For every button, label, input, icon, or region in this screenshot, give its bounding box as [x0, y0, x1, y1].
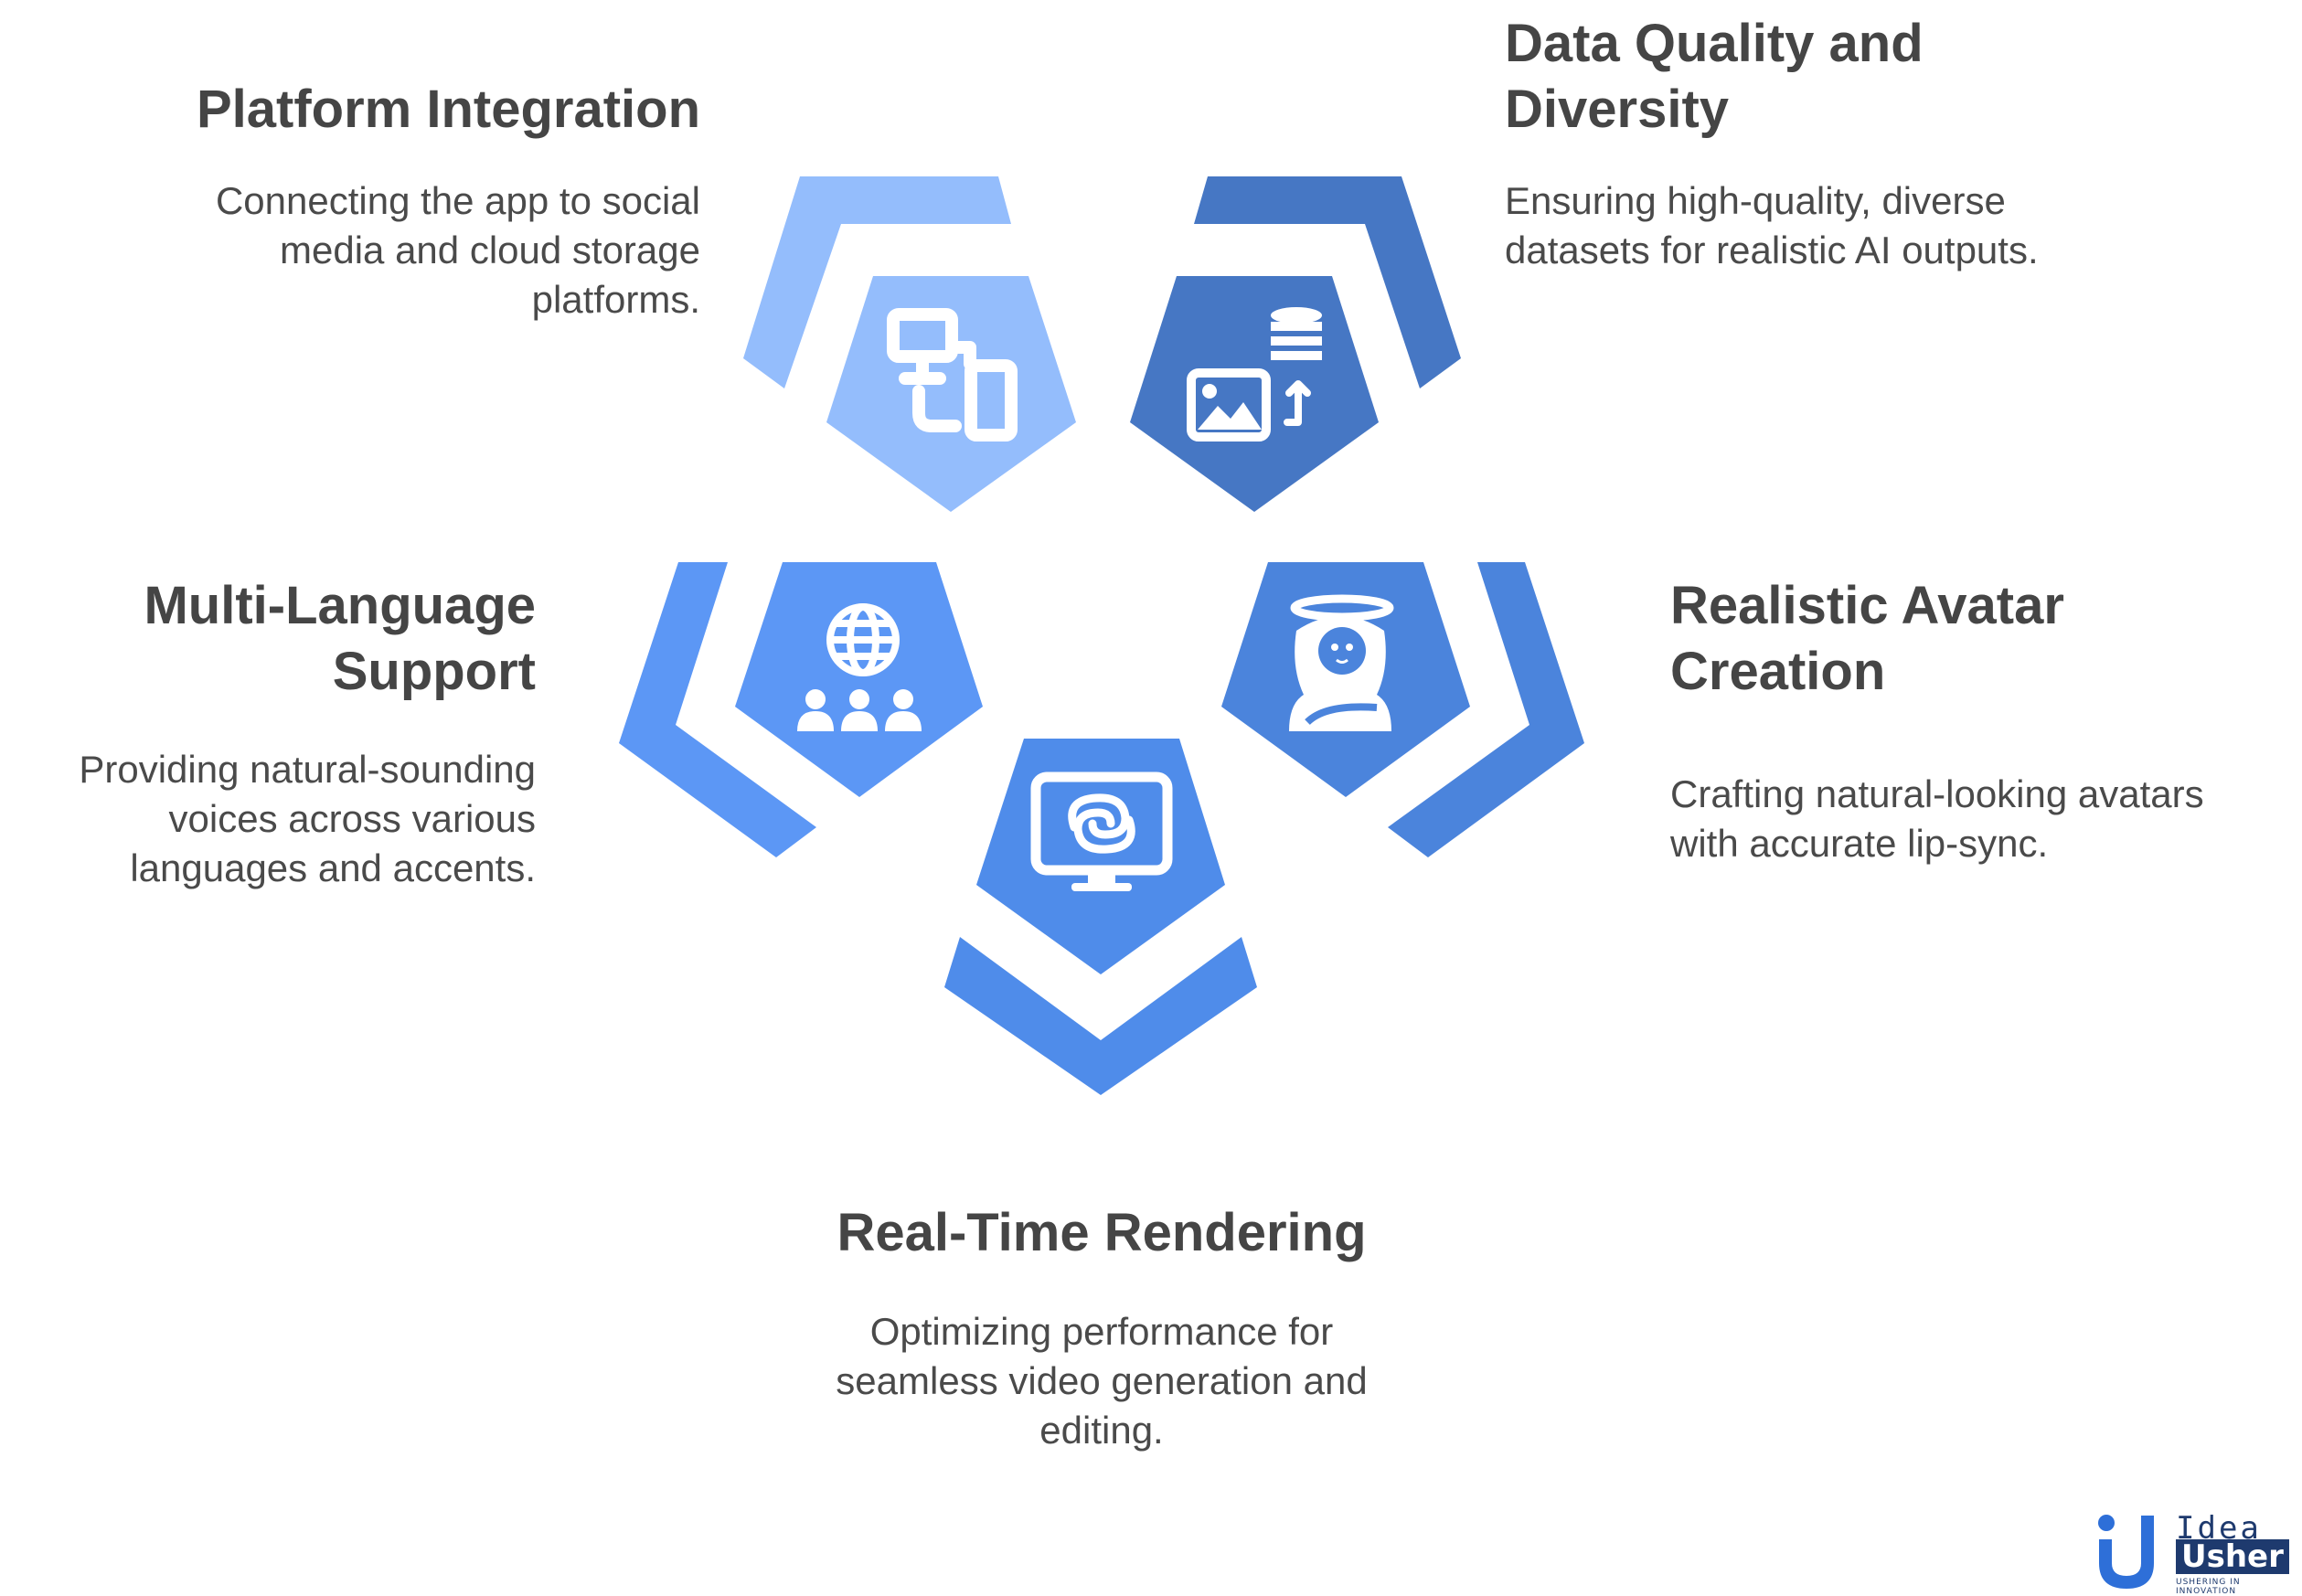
multi-language-outer-chevron: [619, 562, 816, 857]
multi-language-segment: [619, 562, 983, 857]
real-time-rendering-outer-chevron: [944, 937, 1257, 1095]
platform-integration-description: Connecting the app to social media and c…: [215, 179, 700, 321]
platform-integration-segment: [743, 176, 1076, 512]
logo-u-mark-icon: [2098, 1515, 2154, 1589]
realistic-avatar-segment: [1221, 562, 1584, 857]
data-quality-segment: [1130, 176, 1461, 512]
real-time-rendering-segment: [944, 739, 1257, 1095]
realistic-avatar-outer-chevron: [1388, 562, 1584, 857]
data-quality-description: Ensuring high-quality, diverse datasets …: [1505, 179, 2039, 271]
devices-connection-icon: [887, 308, 1018, 442]
logo-tagline: USHERING IN INNOVATION: [2176, 1578, 2241, 1596]
idea-usher-logo: Idea Usher USHERING IN INNOVATION: [2094, 1508, 2302, 1596]
multi-language-description: Providing natural-sounding voices across…: [79, 748, 536, 889]
data-quality-pentagon: [1130, 276, 1379, 512]
image-database-icon: [1187, 307, 1322, 442]
data-quality-outer-chevron: [1194, 176, 1461, 388]
avatar-halo-icon: [1289, 594, 1394, 731]
real-time-rendering-description: Optimizing performance for seamless vide…: [836, 1310, 1368, 1452]
monitor-swirl-icon: [1030, 771, 1173, 891]
realistic-avatar-description: Crafting natural-looking avatars with ac…: [1670, 772, 2204, 865]
logo-line2: Usher: [2176, 1539, 2289, 1574]
multi-language-pentagon: [735, 562, 983, 797]
data-quality-title: Data Quality and Diversity: [1505, 14, 1924, 139]
platform-integration-title: Platform Integration: [196, 80, 700, 139]
globe-people-icon: [797, 603, 922, 731]
platform-integration-outer-chevron: [743, 176, 1011, 388]
real-time-rendering-title: Real-Time Rendering: [837, 1203, 1367, 1262]
realistic-avatar-title: Realistic Avatar Creation: [1670, 576, 2064, 701]
multi-language-title: Multi-Language Support: [144, 576, 536, 701]
